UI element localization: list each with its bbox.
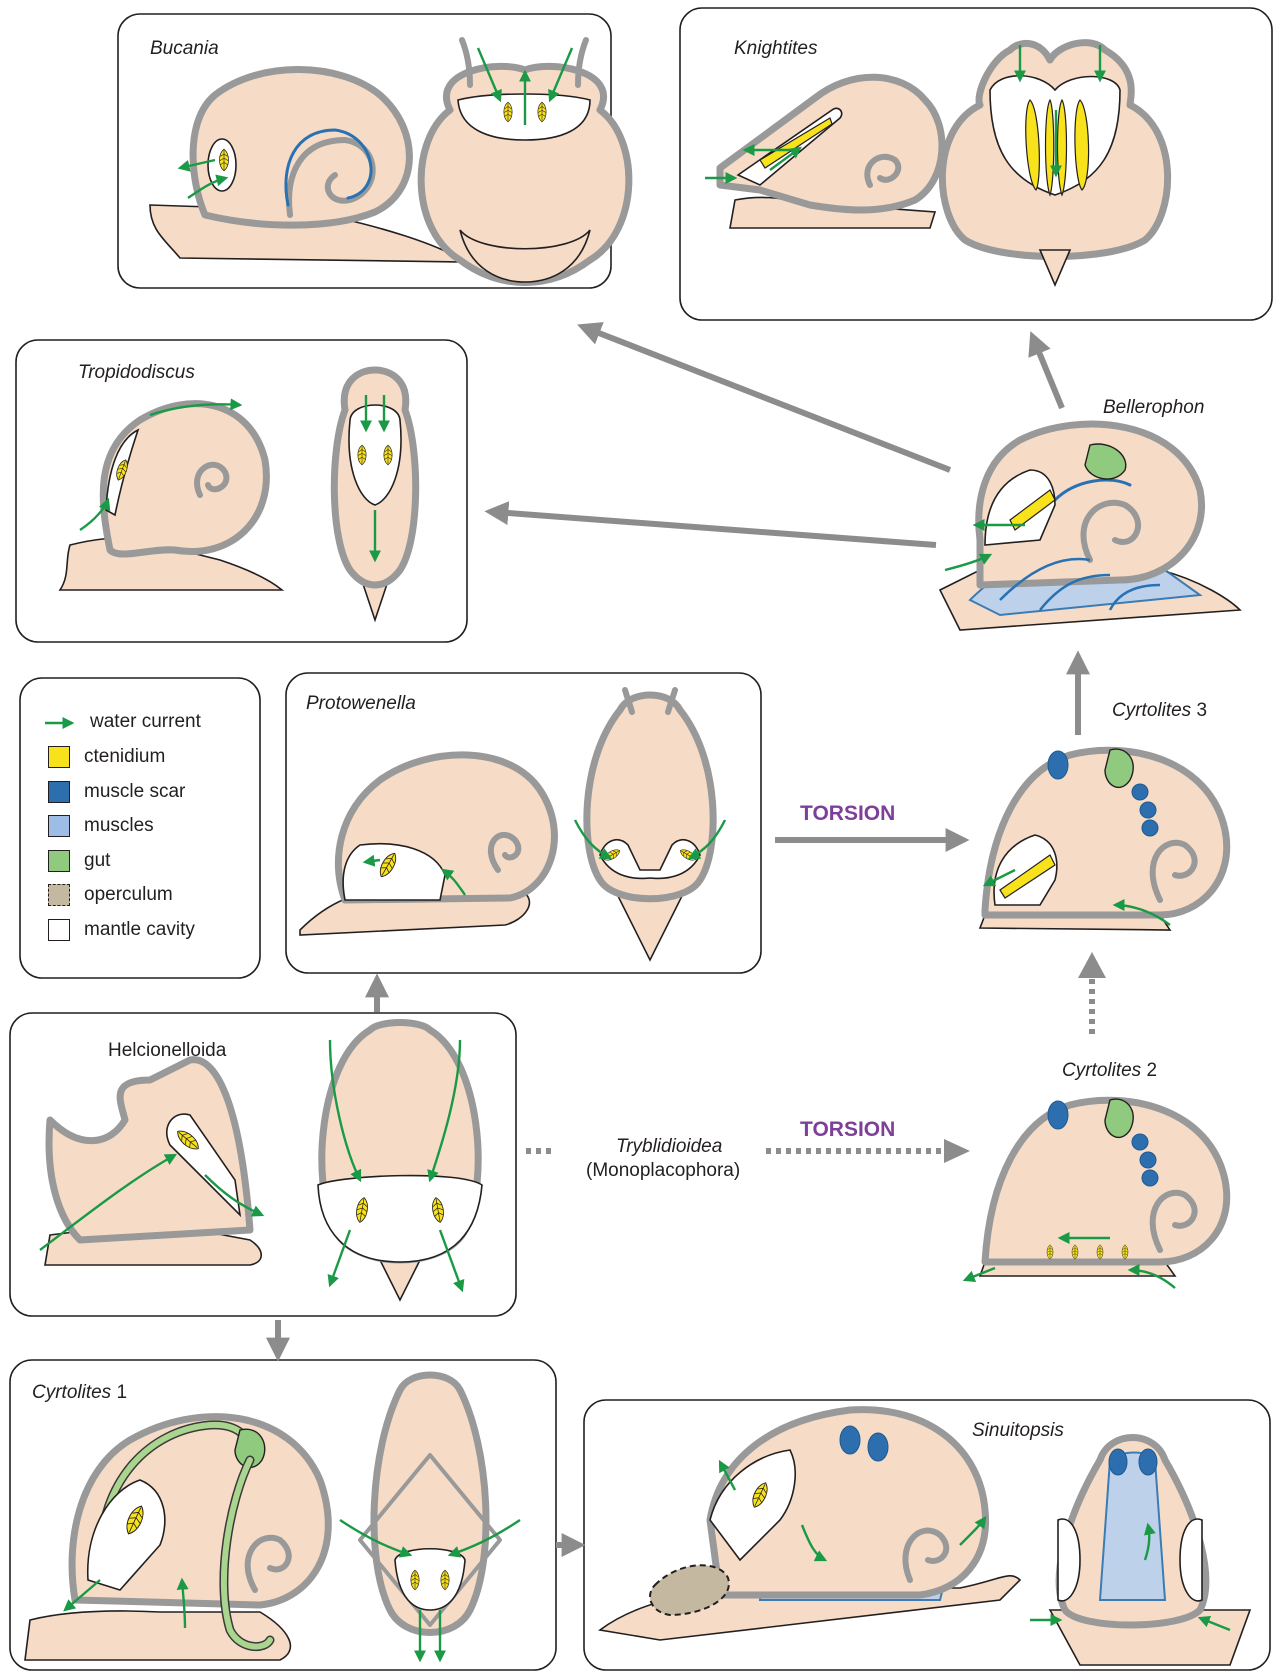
torsion-label-bottom: TORSION (800, 1118, 895, 1142)
title-helcionelloida: Helcionelloida (108, 1040, 226, 1062)
legend-swatch-operculum (48, 884, 70, 906)
legend-swatch-muscle-scar (48, 781, 70, 803)
legend-label-ctenidium: ctenidium (84, 746, 165, 768)
legend-label-water-current: water current (90, 711, 201, 733)
title-bellerophon: Bellerophon (1103, 397, 1204, 419)
legend-swatch-muscles (48, 815, 70, 837)
arrow-to-bucania (586, 328, 950, 470)
legend-swatch-mantle-cavity (48, 919, 70, 941)
legend-label-mantle-cavity: mantle cavity (84, 919, 195, 941)
legend-label-gut: gut (84, 850, 110, 872)
title-bucania: Bucania (150, 38, 219, 60)
label-monoplacophora: (Monoplacophora) (586, 1160, 740, 1182)
legend-label-operculum: operculum (84, 884, 173, 906)
title-cyrtolites2: Cyrtolites 2 (1062, 1060, 1157, 1082)
cyrtolites3 (980, 749, 1227, 930)
title-knightites: Knightites (734, 38, 817, 60)
legend-label-muscles: muscles (84, 815, 154, 837)
arrow-to-knightites (1034, 340, 1062, 408)
legend-swatch-ctenidium (48, 746, 70, 768)
title-cyrtolites1: Cyrtolites 1 (32, 1382, 127, 1404)
arrow-to-tropidodiscus (494, 512, 936, 545)
title-sinuitopsis: Sinuitopsis (972, 1420, 1064, 1442)
legend-label-muscle-scar: muscle scar (84, 781, 185, 803)
title-tropidodiscus: Tropidodiscus (78, 362, 195, 384)
title-cyrtolites3: Cyrtolites 3 (1112, 700, 1207, 722)
title-protowenella: Protowenella (306, 693, 416, 715)
bellerophon (940, 424, 1240, 630)
legend-swatch-gut (48, 850, 70, 872)
label-tryblidioidea: Tryblidioidea (616, 1136, 722, 1158)
torsion-label-top: TORSION (800, 802, 895, 826)
cyrtolites2 (965, 1099, 1227, 1288)
